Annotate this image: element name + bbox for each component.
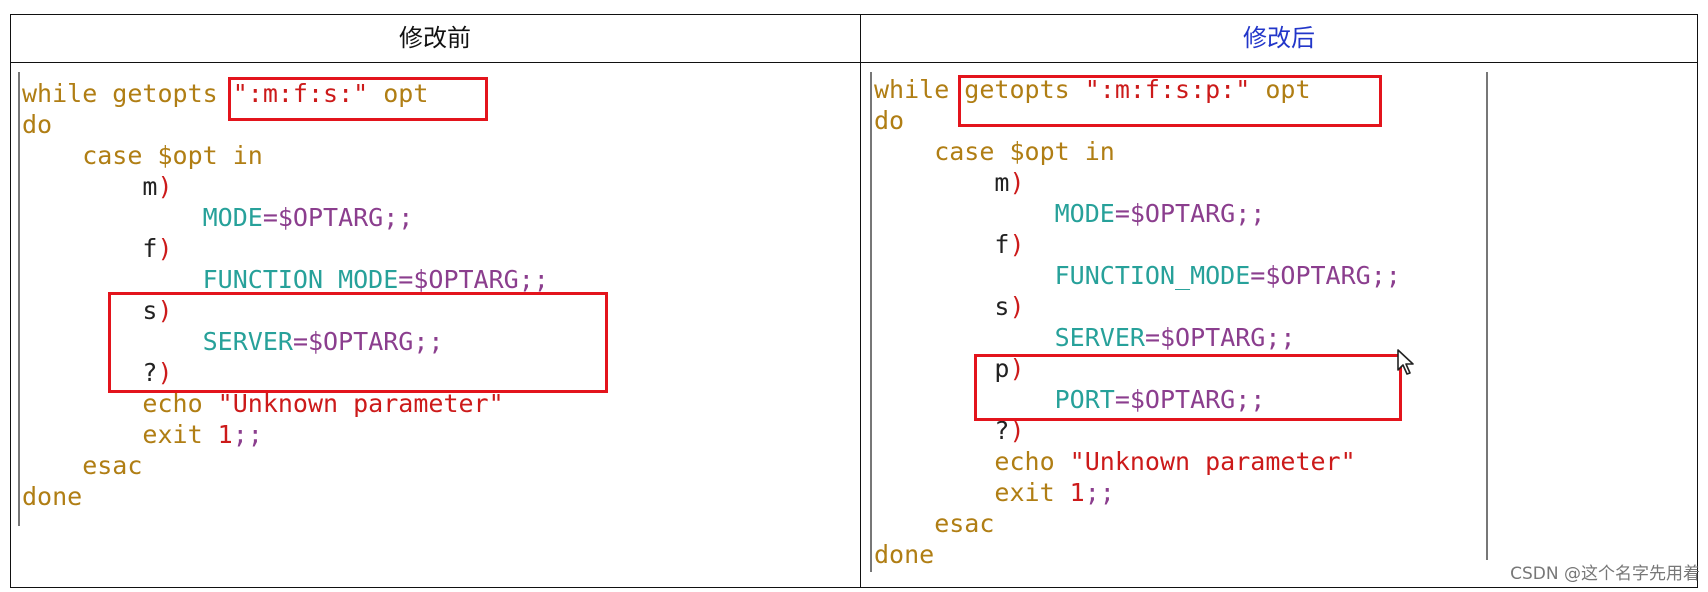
case-label: m [22,172,158,201]
case-label: m [874,168,1010,197]
highlight-box-s-case-before [108,292,608,393]
code-keyword: exit [22,420,218,449]
code-variable: MODE [874,199,1115,228]
code-value: =$OPTARG;; [1114,199,1266,228]
code-block-after: while getopts ":m:f:s:p:" opt do case $op… [872,74,1401,570]
code-block-before: while getopts ":m:f:s:" opt do case $opt … [20,78,549,512]
code-line: done [22,482,83,511]
code-value: =$OPTARG;; [1250,261,1401,290]
code-string: "Unknown parameter" [217,389,504,418]
code-value: ;; [232,420,263,449]
code-value: =$OPTARG;; [262,203,414,232]
header-before: 修改前 [399,24,471,52]
code-variable: MODE [22,203,263,232]
code-line: done [874,540,935,569]
code-variable: SERVER [22,327,293,356]
case-paren: ) [1009,230,1025,259]
code-value: ;; [1084,478,1115,507]
case-label: ? [874,416,1010,445]
highlight-box-optstring-before [228,77,488,121]
code-line: esac [22,451,143,480]
code-keyword: opt [1250,75,1311,104]
code-value: =$OPTARG;; [1114,385,1266,414]
code-line: case $opt in [22,141,263,170]
case-label: ? [22,358,158,387]
code-keyword: opt [368,79,429,108]
case-label: p [874,354,1010,383]
comparison-table [10,14,1698,588]
case-label: s [874,292,1010,321]
highlight-box-optstring-after [958,75,1382,127]
case-paren: ) [157,234,173,263]
code-line: case $opt in [874,137,1115,166]
case-paren: ) [1009,354,1025,383]
mouse-pointer-icon [1397,349,1414,375]
code-value: =$OPTARG;; [398,265,549,294]
code-string: ":m:f:s:" [232,79,369,108]
code-keyword: echo [22,389,218,418]
code-keyword: exit [874,478,1070,507]
case-paren: ) [1009,292,1025,321]
code-variable: FUNCTION_MODE [22,265,399,294]
code-value: =$OPTARG;; [292,327,444,356]
code-string: ":m:f:s:p:" [1084,75,1251,104]
case-label: f [874,230,1010,259]
code-number: 1 [217,420,233,449]
code-number: 1 [1069,478,1085,507]
case-label: f [22,234,158,263]
watermark: CSDN @这个名字先用着 [1510,564,1700,584]
code-pane-after: while getopts ":m:f:s:p:" opt do case $op… [870,72,1492,572]
code-value: =$OPTARG;; [1144,323,1296,352]
pane-right-border [1486,72,1488,560]
header-after: 修改后 [1243,24,1315,52]
code-variable: SERVER [874,323,1145,352]
code-variable: FUNCTION_MODE [874,261,1251,290]
case-paren: ) [1009,416,1025,445]
code-keyword: while getopts [874,75,1085,104]
header-divider [10,62,1698,63]
code-keyword: echo [874,447,1070,476]
code-line: esac [874,509,995,538]
code-variable: PORT [874,385,1115,414]
code-line: do [22,110,53,139]
case-paren: ) [157,296,173,325]
column-divider [860,14,861,588]
case-paren: ) [1009,168,1025,197]
case-label: s [22,296,158,325]
highlight-box-p-case-after [974,354,1402,421]
code-keyword: while getopts [22,79,233,108]
code-string: "Unknown parameter" [1069,447,1356,476]
case-paren: ) [157,172,173,201]
code-pane-before: while getopts ":m:f:s:" opt do case $opt … [18,72,850,526]
case-paren: ) [157,358,173,387]
code-line: do [874,106,905,135]
